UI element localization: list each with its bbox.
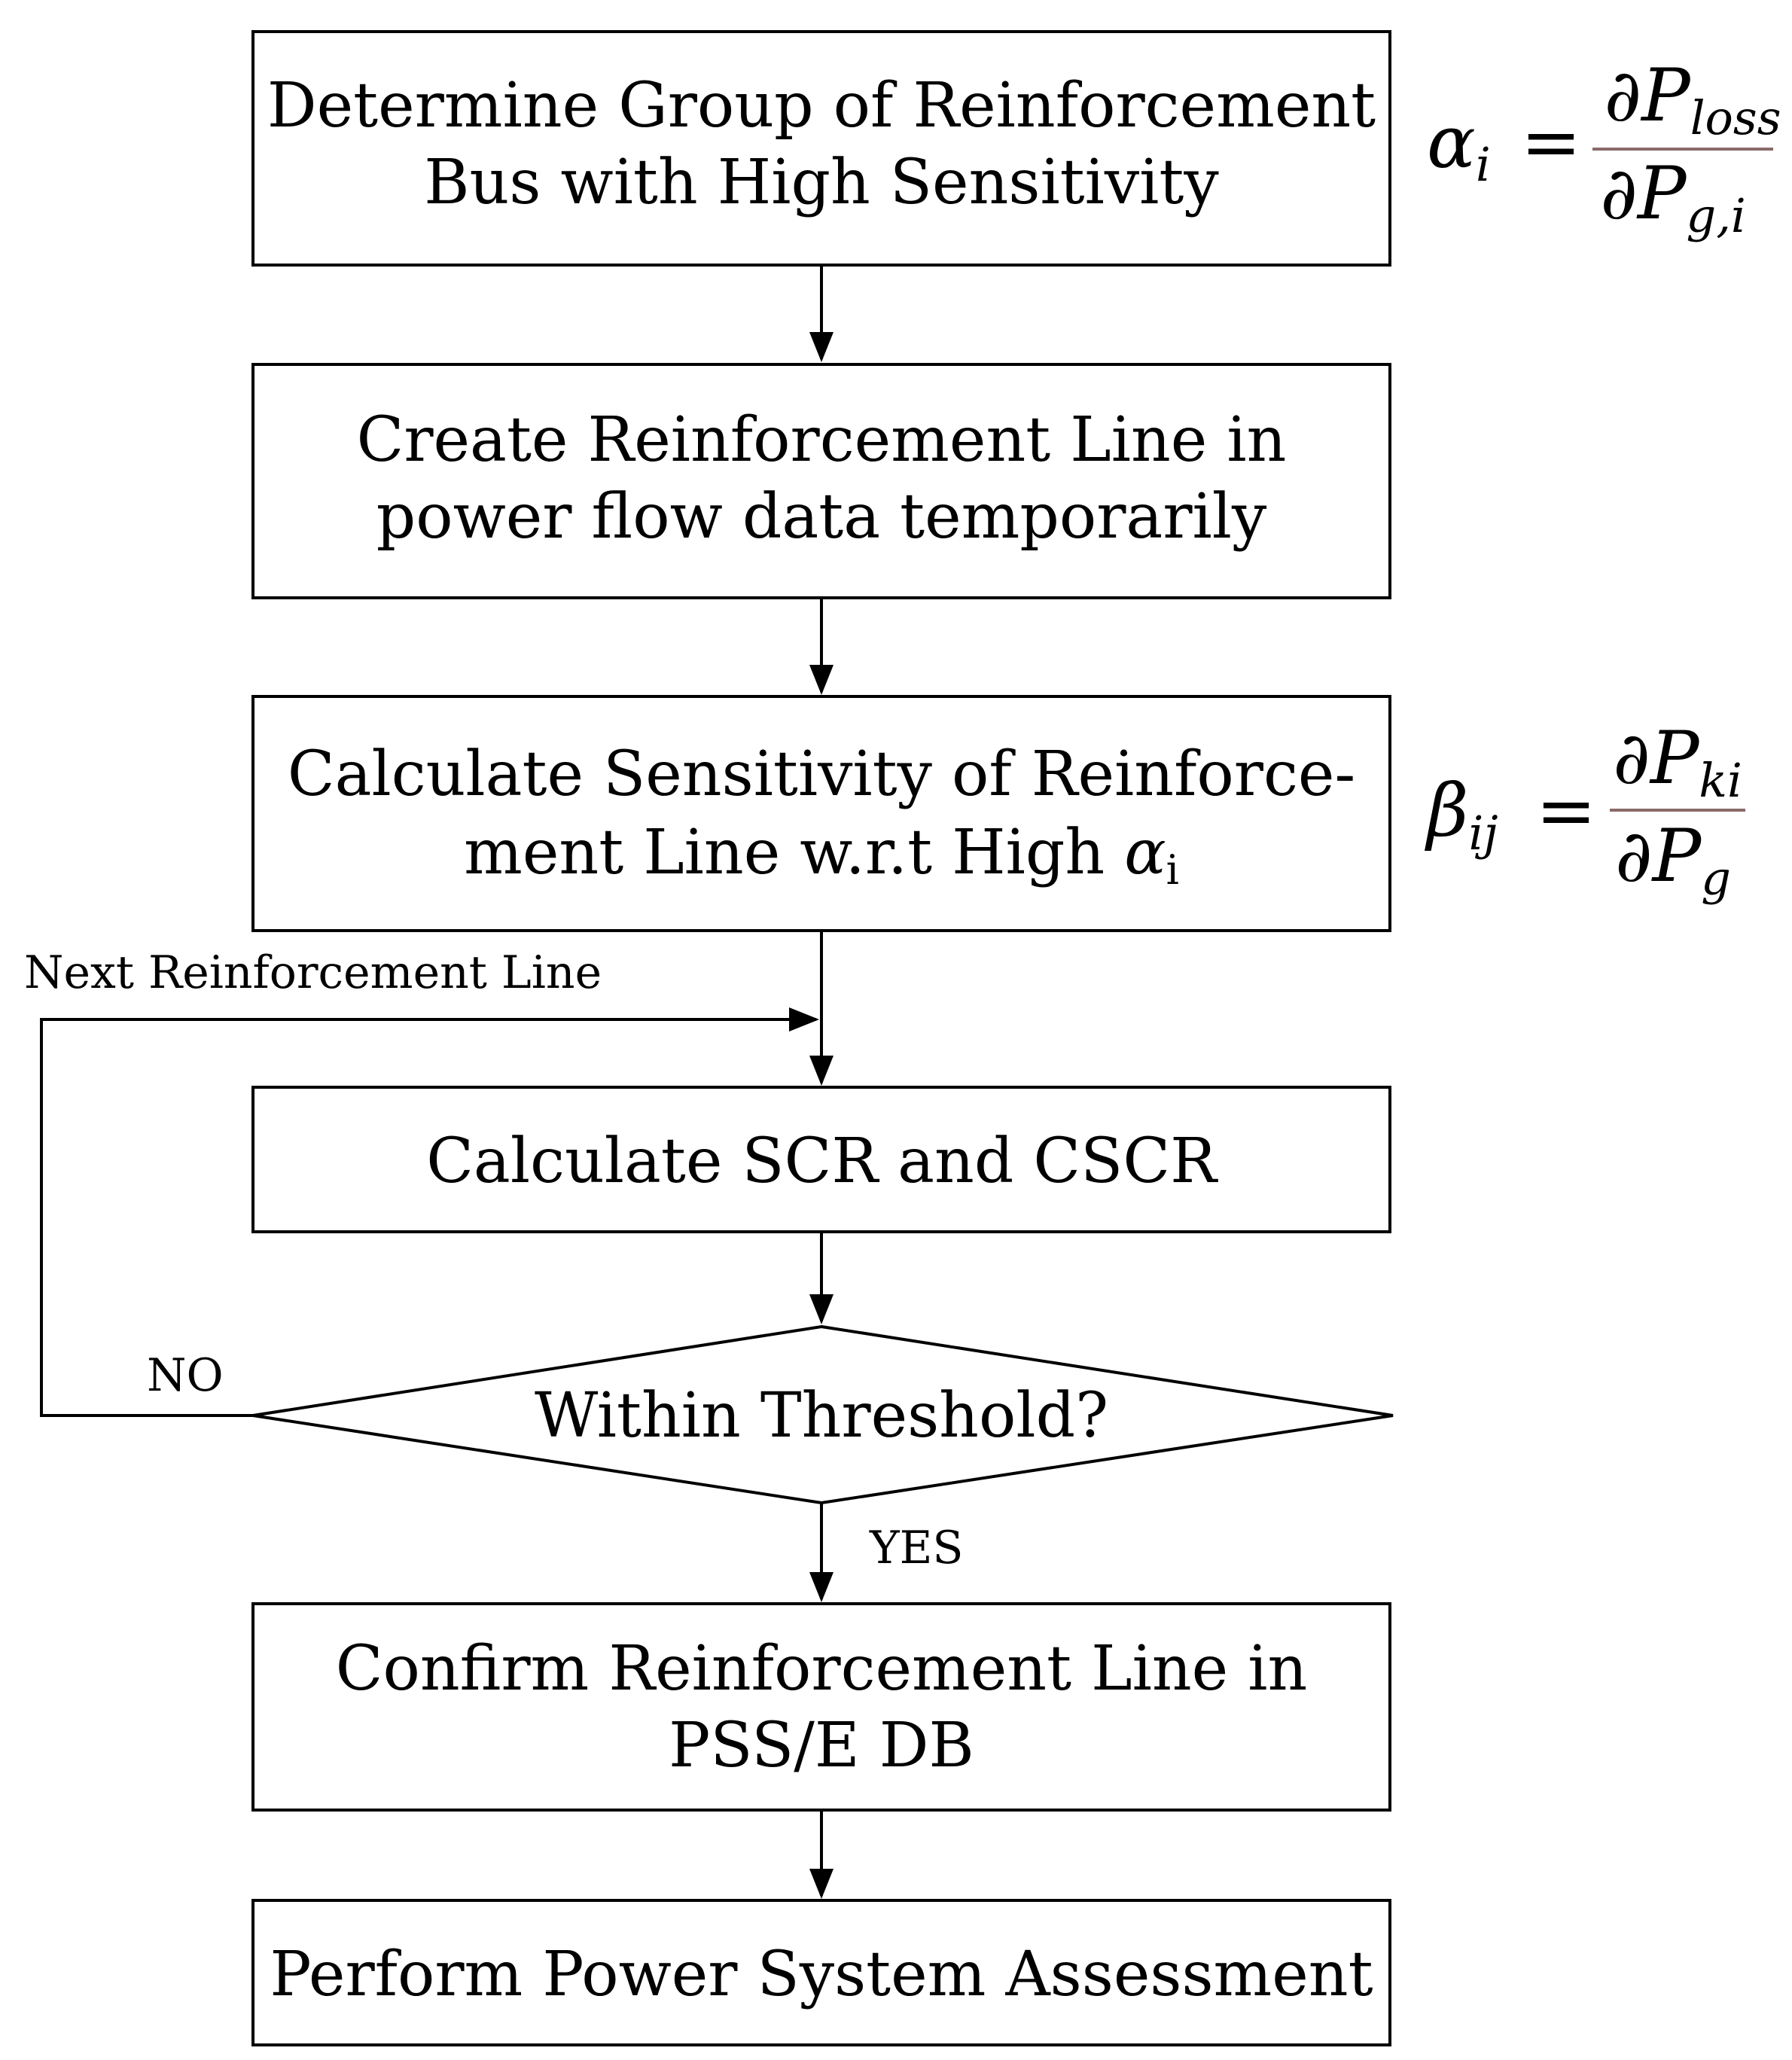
alpha-subscript-inline: i [1166,846,1179,894]
step-calculate-scr-line1: Calculate SCR and CSCR [426,1126,1218,1197]
formula-beta-num-sub: ki [1699,753,1742,808]
formula-alpha-lhs-symbol: α [1427,100,1476,184]
alpha-symbol-inline: α [1124,817,1166,888]
formula-alpha-lhs: αi [1427,100,1491,192]
no-label: NO [147,1349,224,1402]
step-calculate-sensitivity-box [251,695,1391,932]
formula-beta-den-var: P [1651,814,1702,898]
step-determine-group-line2: Bus with High Sensitivity [424,147,1219,218]
formula-beta-den-partial: ∂ [1615,814,1653,898]
step-calculate-sensitivity-line2-text: ment Line w.r.t High [464,817,1124,888]
formula-beta-equals: = [1536,769,1596,853]
step-confirm-line: Confirm Reinforcement Line in PSS/E DB [251,1602,1391,1812]
step-create-line-line1: Create Reinforcement Line in [357,404,1287,476]
formula-alpha-denominator: ∂Pg,i [1600,151,1745,243]
step-calculate-sensitivity: Calculate Sensitivity of Reinforce- ment… [251,695,1391,932]
formula-alpha-num-var: P [1640,53,1691,138]
step-perform-assessment-box [251,1899,1391,2046]
decision-threshold-label: Within Threshold? [535,1380,1108,1452]
formula-beta-numerator: ∂Pki [1613,716,1742,808]
formula-alpha-equals: = [1521,100,1581,184]
formula-alpha-num-partial: ∂ [1604,53,1641,138]
loop-back-line [40,1007,819,1417]
step-confirm-line-line1: Confirm Reinforcement Line in [336,1633,1308,1705]
step-calculate-scr: Calculate SCR and CSCR [251,1086,1391,1233]
step-perform-assessment-line1: Perform Power System Assessment [270,1939,1373,2010]
formula-alpha-numerator: ∂Ploss [1604,53,1781,145]
formula-alpha-den-var: P [1636,151,1687,236]
decision-threshold: Within Threshold? [252,1324,1394,1505]
formula-beta-denominator: ∂Pg [1615,814,1731,906]
formula-beta-lhs-symbol: β [1425,769,1469,853]
formula-beta-den-sub: g [1701,851,1731,906]
step-perform-assessment: Perform Power System Assessment [251,1899,1391,2046]
step-create-line: Create Reinforcement Line in power flow … [251,363,1391,599]
formula-alpha-lhs-sub: i [1476,137,1491,192]
step-calculate-sensitivity-line1: Calculate Sensitivity of Reinforce- [288,739,1355,810]
loop-back-label: Next Reinforcement Line [24,946,602,999]
yes-label: YES [869,1522,964,1574]
formula-alpha-den-sub: g,i [1687,188,1746,243]
formula-alpha-den-partial: ∂ [1600,151,1638,236]
step-determine-group-line1: Determine Group of Reinforcement [267,70,1376,142]
step-confirm-line-line2: PSS/E DB [669,1710,974,1781]
step-determine-group: Determine Group of Reinforcement Bus wit… [251,30,1391,267]
formula-alpha-num-sub: loss [1690,90,1781,145]
step-calculate-sensitivity-line2: ment Line w.r.t High αi [464,817,1179,894]
step-create-line-line2: power flow data temporarily [376,481,1267,553]
formula-beta-num-var: P [1649,716,1700,800]
formula-alpha: αi = ∂Ploss ∂Pg,i [1427,53,1781,243]
formula-beta-num-partial: ∂ [1613,716,1650,800]
formula-beta: βij = ∂Pki ∂Pg [1425,716,1745,906]
formula-beta-lhs: βij [1425,769,1498,861]
formula-beta-lhs-sub: ij [1469,806,1498,861]
